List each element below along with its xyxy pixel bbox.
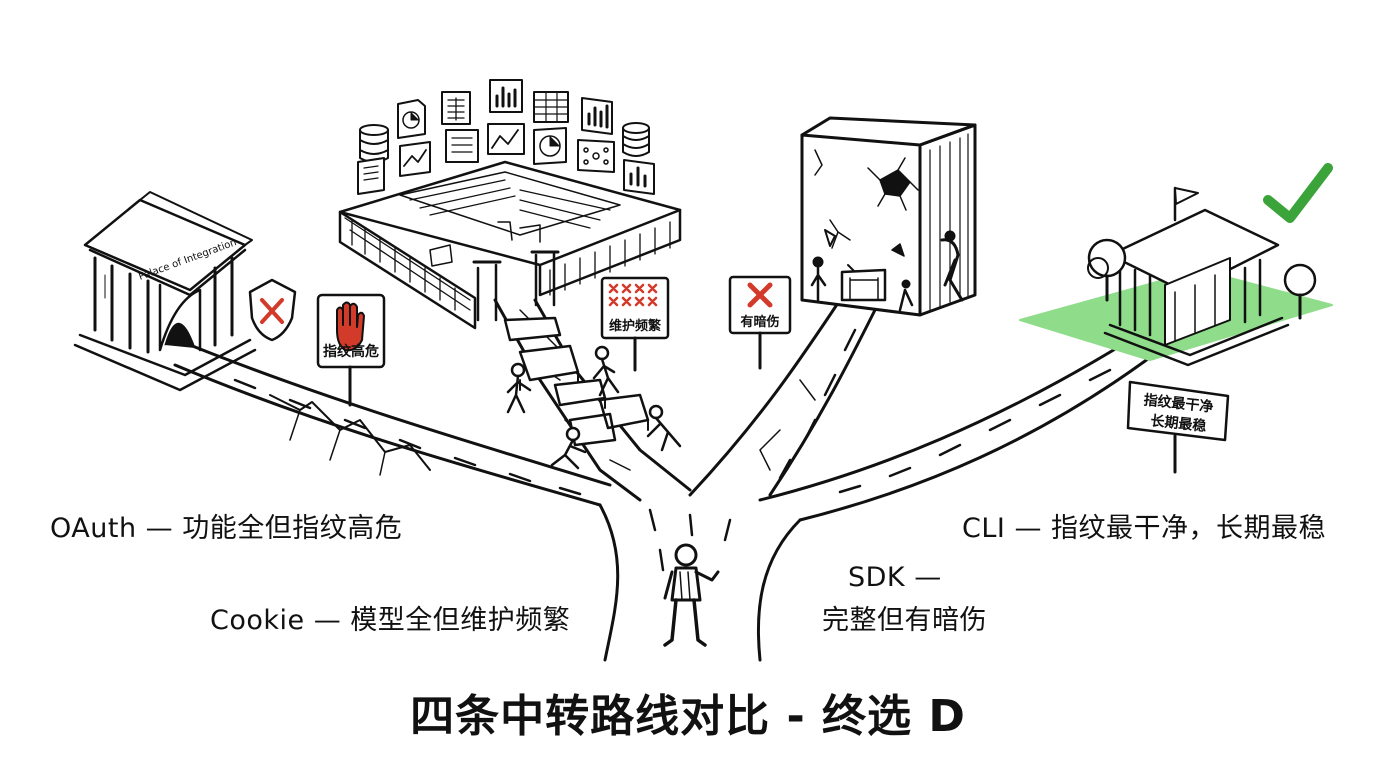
database-icon xyxy=(359,124,389,163)
cli-sign-text-line2: 长期最稳 xyxy=(1150,412,1207,435)
sdk-route-label: SDK — xyxy=(848,562,942,593)
library-compound xyxy=(338,160,682,330)
bar-chart-doc-icon-2 xyxy=(581,97,613,135)
road-oauth xyxy=(173,343,612,507)
cli-temple xyxy=(1103,186,1290,367)
cli-route-label: CLI — 指纹最干净，长期最稳 xyxy=(962,513,1327,544)
worker-figure xyxy=(592,345,620,397)
cookie-warning-sign xyxy=(600,276,670,372)
broken-road-section xyxy=(503,316,650,447)
traveler-figure xyxy=(663,543,720,647)
cookie-sign-text: 维护频繁 xyxy=(609,318,662,334)
oauth-sign-text: 指纹高危 xyxy=(323,343,379,360)
sdk-route-sublabel: 完整但有暗伤 xyxy=(822,605,987,636)
page-title: 四条中转路线对比 - 终选 D xyxy=(410,691,966,742)
data-icons-cloud xyxy=(357,79,655,195)
database-icon-2 xyxy=(622,122,650,157)
pie-doc-icon xyxy=(397,99,426,139)
bar-chart-doc-icon xyxy=(489,79,523,113)
bar-chart-doc-icon-3 xyxy=(623,159,655,195)
construction-workers xyxy=(506,345,682,470)
list-doc-icon xyxy=(445,129,479,163)
sdk-sign-text: 有暗伤 xyxy=(740,314,779,330)
road-main xyxy=(598,503,802,662)
cracked-tower xyxy=(800,116,977,317)
doc-lines-icon xyxy=(357,157,385,195)
palace-building: Palace of Integration xyxy=(73,191,257,392)
cli-sign xyxy=(1126,380,1230,474)
oauth-route-label: OAuth — 功能全但指纹高危 xyxy=(50,513,403,544)
pie-chart-doc-icon xyxy=(533,127,567,165)
sdk-warning-sign xyxy=(728,275,792,370)
green-check-icon xyxy=(1263,163,1333,223)
cookie-route-label: Cookie — 模型全但维护频繁 xyxy=(210,605,571,636)
area-chart-doc-icon xyxy=(487,123,525,155)
shield-danger-icon xyxy=(248,278,297,342)
oauth-warning-sign xyxy=(316,293,386,407)
table-doc-icon xyxy=(441,91,471,125)
road-sdk xyxy=(688,298,882,497)
worker-figure xyxy=(550,426,587,470)
road-cli xyxy=(758,338,1162,522)
spreadsheet-icon xyxy=(533,91,569,123)
worker-figure xyxy=(506,362,532,414)
tree-left xyxy=(1087,238,1127,302)
line-chart-doc-icon xyxy=(399,141,431,177)
tree-right xyxy=(1283,263,1317,320)
network-doc-icon xyxy=(577,139,615,173)
worker-figure xyxy=(646,404,682,452)
